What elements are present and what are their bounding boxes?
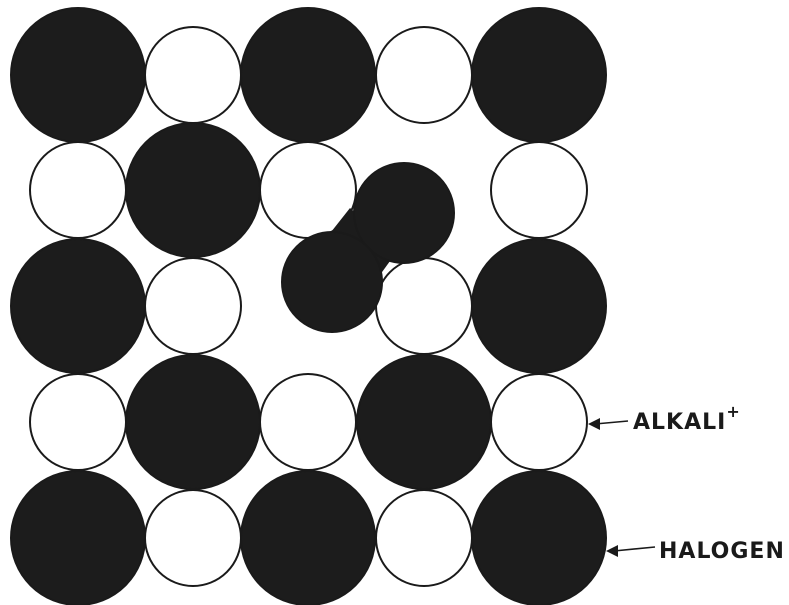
alkali-callout: ALKALI+	[588, 402, 741, 435]
halogen-ion	[357, 355, 491, 489]
halogen-ion	[472, 239, 606, 373]
molecule-halogen-atom	[282, 232, 382, 332]
alkali-ion	[491, 142, 587, 238]
alkali-ion	[376, 490, 472, 586]
halogen-ion	[472, 471, 606, 605]
halogen-ion	[126, 123, 260, 257]
alkali-label: ALKALI+	[633, 402, 741, 435]
halogen-ion	[11, 239, 145, 373]
ion-lattice	[11, 8, 606, 605]
alkali-ion	[376, 27, 472, 123]
halogen-label: HALOGEN−	[659, 529, 789, 564]
alkali-ion	[260, 374, 356, 470]
alkali-ion	[145, 258, 241, 354]
alkali-charge: +	[726, 402, 740, 421]
halogen-ion	[126, 355, 260, 489]
halogen-ion	[241, 471, 375, 605]
alkali-ion	[30, 142, 126, 238]
halogen-leader-line	[614, 547, 655, 551]
halogen-ion	[11, 8, 145, 142]
halogen-ion	[472, 8, 606, 142]
halogen-ion	[241, 8, 375, 142]
alkali-arrowhead	[588, 418, 600, 430]
halogen-ion	[11, 471, 145, 605]
alkali-ion	[491, 374, 587, 470]
halogen-callout: HALOGEN−	[606, 529, 789, 564]
alkali-ion	[145, 27, 241, 123]
alkali-ion	[145, 490, 241, 586]
halogen-arrowhead	[606, 545, 618, 557]
alkali-ion	[376, 258, 472, 354]
alkali-ion	[30, 374, 126, 470]
